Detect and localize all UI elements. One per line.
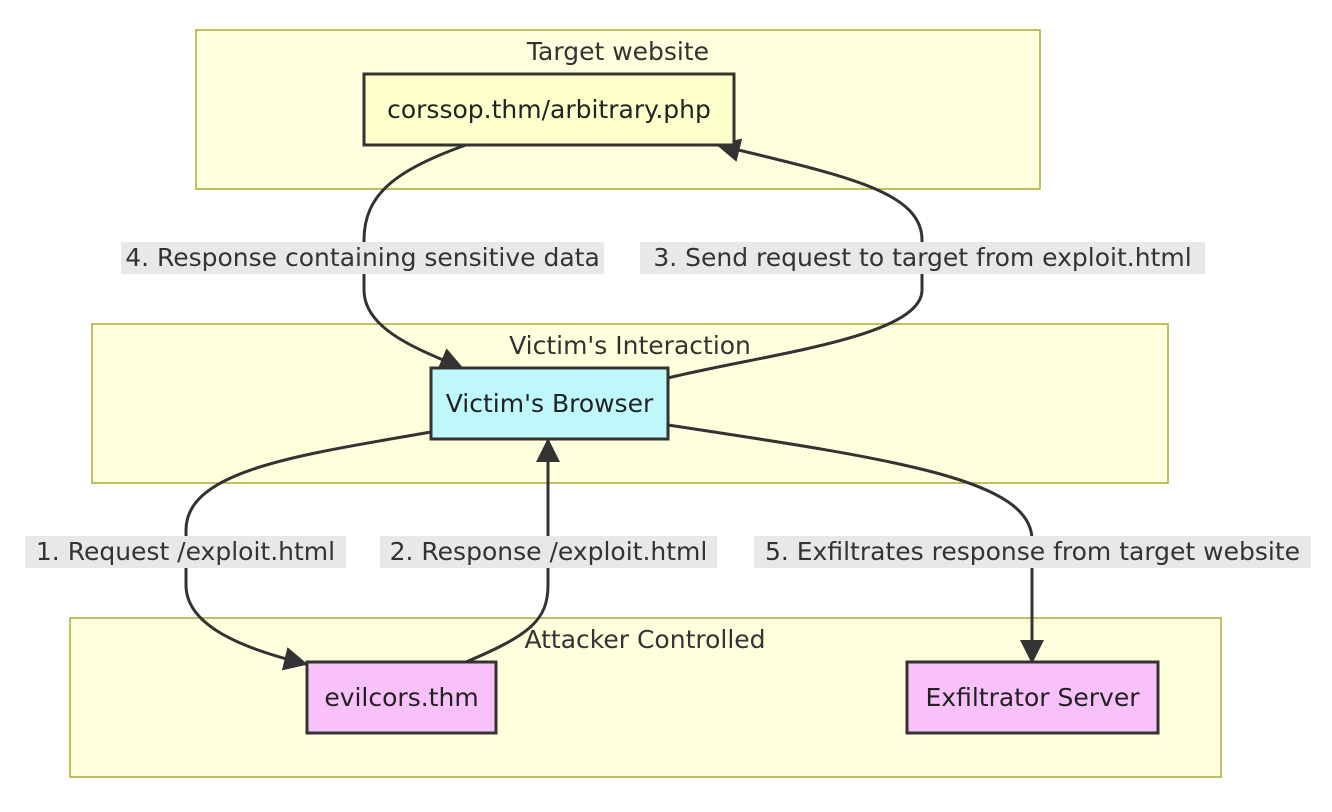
edge-victim-to-target [667, 138, 924, 380]
node-evilcors-box [305, 660, 498, 735]
node-exfiltrator-server: Exfiltrator Server [905, 660, 1160, 735]
edge-label-3-text: 3. Send request to target from exploit.h… [653, 243, 1191, 272]
edge-label-5: 5. Exfiltrates response from target webs… [754, 536, 1311, 568]
edge-evilcors-to-victim [465, 438, 560, 664]
node-evilcors-label: evilcors.thm [324, 683, 478, 712]
edge-victim-to-evilcors [184, 430, 432, 671]
node-target-page: corssop.thm/arbitrary.php [362, 72, 736, 147]
edge-label-3: 3. Send request to target from exploit.h… [640, 242, 1205, 274]
edge-label-1-text: 1. Request /exploit.html [36, 537, 335, 566]
cluster-attacker-controlled-title: Attacker Controlled [524, 625, 765, 654]
node-exfiltrator-server-label: Exfiltrator Server [926, 683, 1141, 712]
edge-label-2: 2. Response /exploit.html [380, 536, 717, 568]
node-victim-browser: Victim's Browser [429, 366, 670, 441]
edge-label-4: 4. Response containing sensitive data [121, 242, 604, 274]
node-target-page-box [362, 72, 736, 147]
node-target-page-label: corssop.thm/arbitrary.php [387, 95, 711, 124]
edge-label-1: 1. Request /exploit.html [25, 536, 346, 568]
node-exfiltrator-server-box [905, 660, 1160, 735]
cluster-target-website-title: Target website [526, 37, 709, 66]
node-victim-browser-box [429, 366, 670, 441]
node-victim-browser-label: Victim's Browser [446, 389, 654, 418]
node-evilcors: evilcors.thm [305, 660, 498, 735]
edge-label-4-text: 4. Response containing sensitive data [125, 243, 600, 272]
edge-victim-to-exfiltrator [667, 423, 1044, 664]
edge-label-2-text: 2. Response /exploit.html [390, 537, 708, 566]
edge-label-5-text: 5. Exfiltrates response from target webs… [765, 537, 1300, 566]
cluster-victim-interaction-title: Victim's Interaction [509, 331, 751, 360]
